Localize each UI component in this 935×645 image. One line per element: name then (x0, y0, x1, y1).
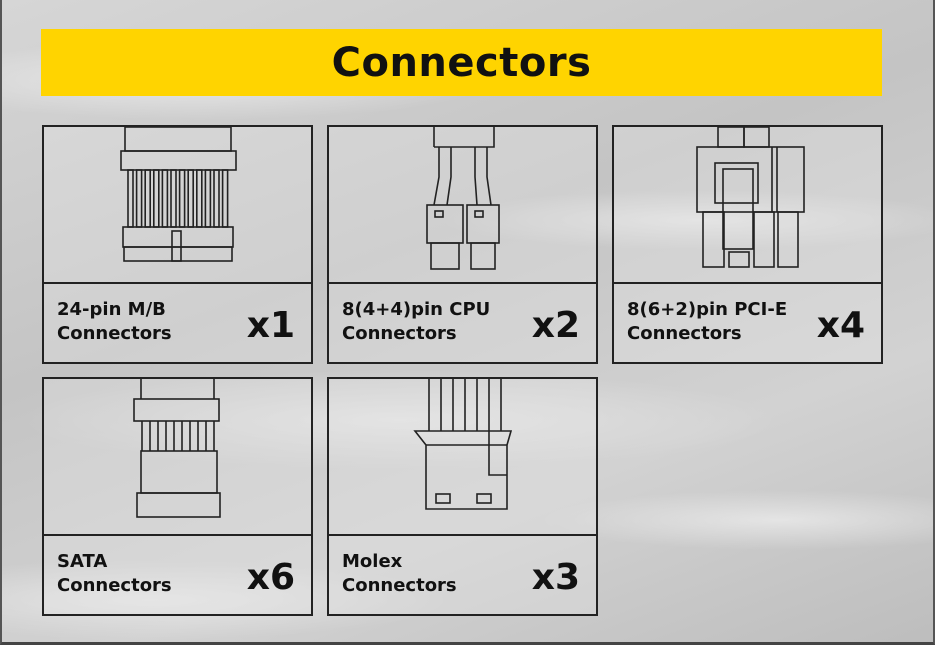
connector-name: 8(6+2)pin PCI-E Connectors (627, 298, 787, 346)
connector-count: x2 (531, 305, 580, 346)
wire (204, 169, 212, 228)
page-title: Connectors (331, 39, 592, 86)
connector-illustration (44, 127, 311, 284)
pcie-8pin-connector-icon (696, 127, 805, 268)
connector-illustration (329, 127, 596, 284)
connector-card-sata: SATA Connectors x6 (42, 377, 313, 616)
connector-count: x4 (816, 305, 865, 346)
wire (144, 169, 151, 228)
connector-card-pcie: 8(6+2)pin PCI-E Connectors x4 (612, 125, 883, 364)
connector-name: SATA Connectors (57, 550, 172, 598)
connector-name-line2: Connectors (57, 323, 172, 344)
connector-name-line2: Connectors (627, 323, 742, 344)
connector-count: x3 (531, 557, 580, 598)
wire (161, 169, 169, 228)
connector-name-line1: 8(4+4)pin CPU (342, 299, 491, 320)
connector-name-line1: 8(6+2)pin PCI-E (627, 299, 788, 320)
wire (213, 169, 220, 228)
connector-illustration (44, 379, 311, 536)
connector-name-line1: 24-pin M/B (57, 299, 166, 320)
connector-card-24pin: 24-pin M/B Connectors x1 (42, 125, 313, 364)
wire (221, 169, 229, 228)
sata-connector-icon (133, 379, 221, 518)
molex-connector-icon (413, 379, 513, 510)
connector-card-cpu: 8(4+4)pin CPU Connectors x2 (327, 125, 598, 364)
connector-illustration (329, 379, 596, 536)
wire (187, 169, 194, 228)
wire (170, 169, 177, 228)
connector-name: 24-pin M/B Connectors (57, 298, 172, 346)
connector-name-line1: SATA (57, 551, 108, 572)
wire (127, 169, 134, 228)
connector-name-line2: Connectors (342, 323, 457, 344)
connector-illustration (614, 127, 881, 284)
connector-count: x6 (246, 557, 295, 598)
connector-name-line2: Connectors (342, 575, 457, 596)
wire (135, 169, 143, 228)
cpu-8pin-connector-icon (426, 127, 500, 270)
wire (196, 169, 203, 228)
wire (178, 169, 186, 228)
connector-count: x1 (246, 305, 295, 346)
connector-name: Molex Connectors (342, 550, 457, 598)
title-banner: Connectors (41, 29, 882, 96)
connector-card-molex: Molex Connectors x3 (327, 377, 598, 616)
wire (153, 169, 160, 228)
connector-name: 8(4+4)pin CPU Connectors (342, 298, 490, 346)
atx-24pin-connector-icon (120, 127, 237, 262)
connector-name-line1: Molex (342, 551, 403, 572)
connector-name-line2: Connectors (57, 575, 172, 596)
